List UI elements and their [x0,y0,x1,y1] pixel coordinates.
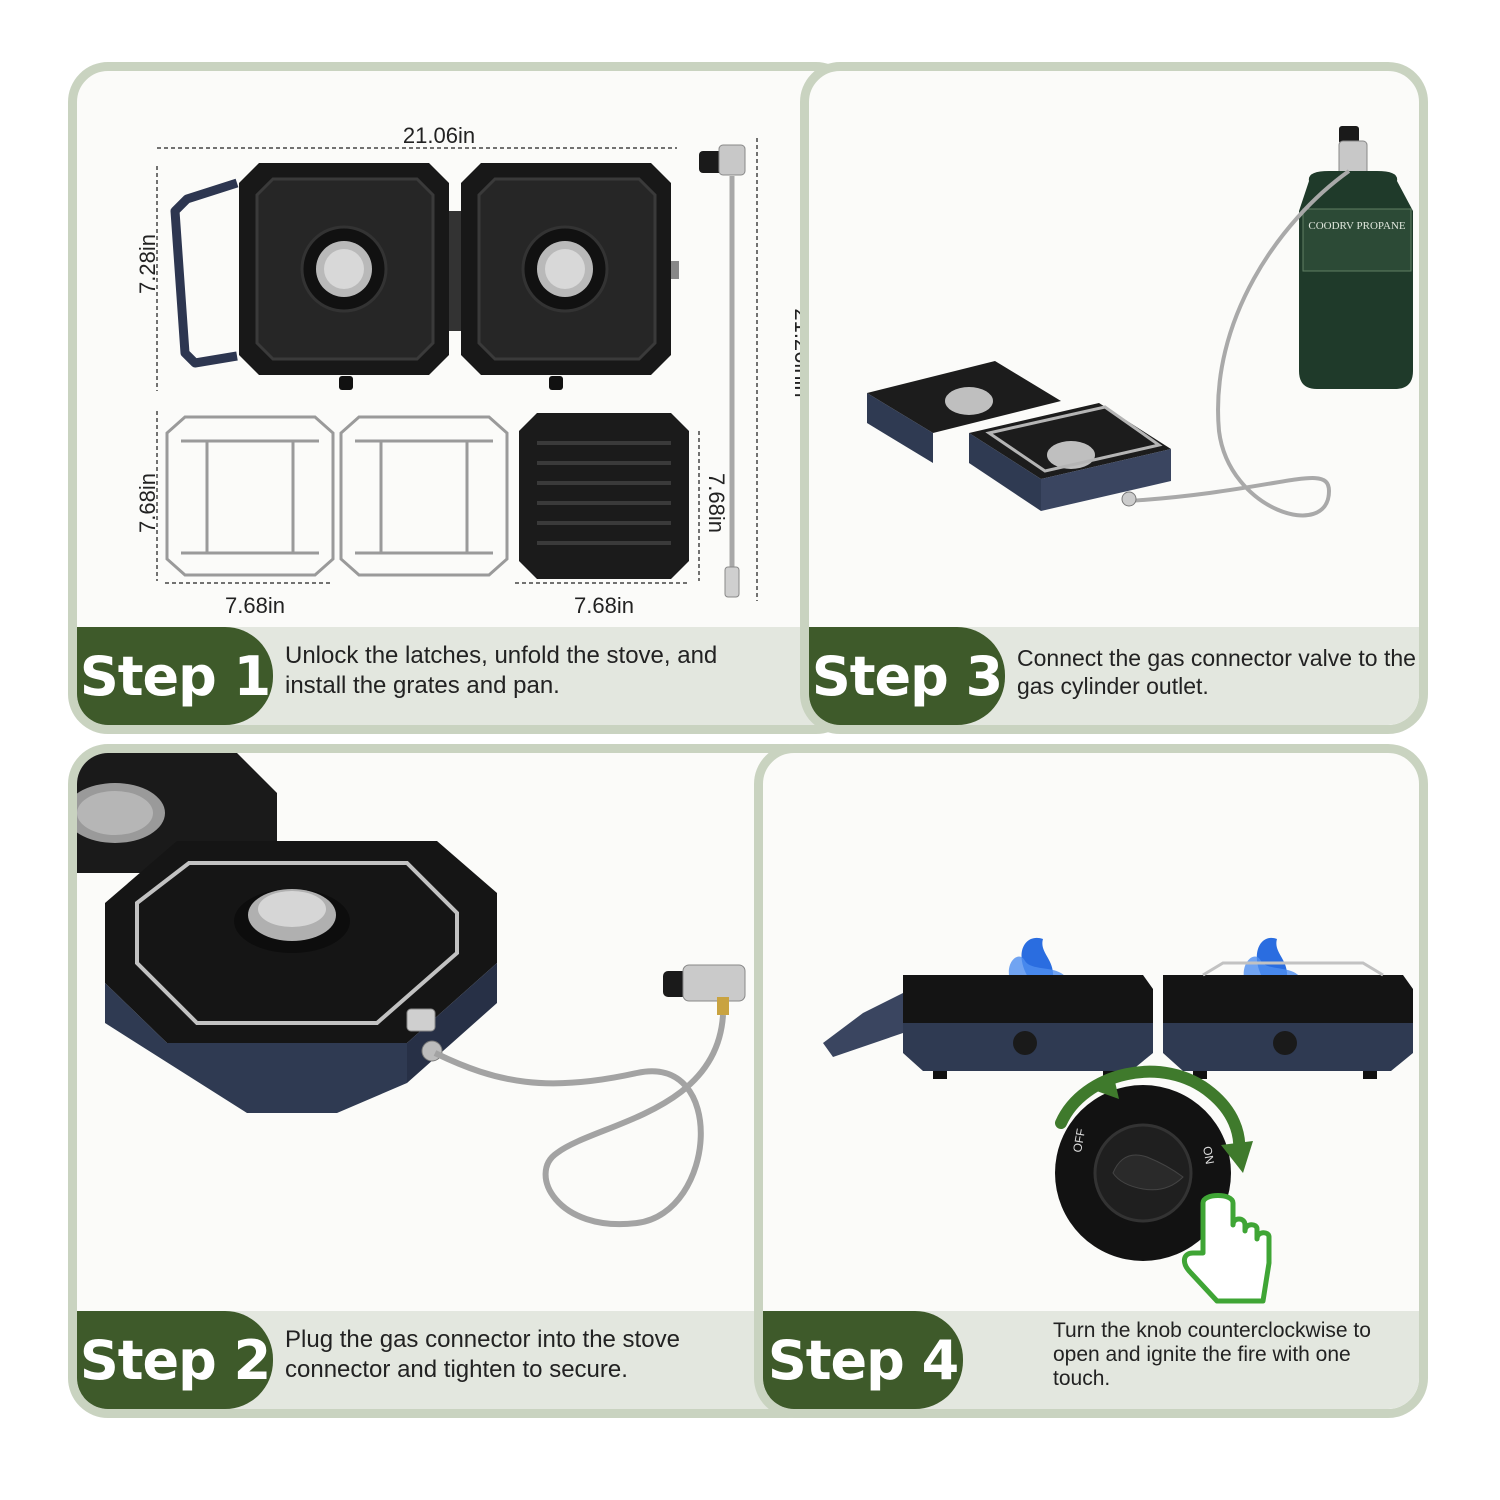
step3-caption: Connect the gas connector valve to the g… [1017,644,1416,700]
step3-illustration: COODRV PROPANE [867,126,1413,518]
cylinder-label: COODRV PROPANE [1308,220,1406,232]
knob-on-label: ON [1200,1145,1217,1165]
step4-panel: OFF ON Step 4 Turn the knob counterclock… [754,744,1428,1418]
step1-dimension-diagram: 21.06in 7.28in 21.26inin 7.68in 7.68in 7… [135,123,815,618]
fold-handle [823,993,903,1057]
dim-top-width: 21.06in [403,123,475,148]
propane-cylinder: COODRV PROPANE [1299,126,1413,389]
arrow-head-icon [1221,1141,1253,1173]
arrow-tail-icon [1091,1073,1119,1099]
step4-illustration: OFF ON [823,937,1413,1304]
griddle-pan [519,413,689,579]
stove-right-top [461,163,679,390]
knob-closeup: OFF ON [1055,1085,1231,1261]
braided-hose [433,1014,726,1228]
step3-panel: COODRV PROPANE Step 3 Connect the gas co… [800,62,1428,734]
stove-left-top [239,163,449,390]
step1-badge: Step 1 [77,627,273,725]
dim-body-height: 7.28in [135,234,160,294]
knob-off-label: OFF [1070,1127,1088,1153]
dim-grate-height: 7.68in [135,473,160,533]
step1-panel: 21.06in 7.28in 21.26inin 7.68in 7.68in 7… [68,62,856,734]
dim-pan-height: 7.68in [704,473,729,533]
step4-caption: Turn the knob counterclockwise to open a… [1053,1318,1371,1390]
dim-grate-width: 7.68in [225,593,285,618]
grate-right [339,415,509,577]
hose-connector [699,144,746,598]
step2-panel: Step 2 Plug the gas connector into the s… [68,744,828,1418]
gas-connector [663,964,746,1015]
stove-right-front [1163,961,1413,1079]
pointer-hand-icon [1182,1193,1272,1304]
rotate-arrow [1055,1065,1246,1159]
gas-hose [1128,169,1351,518]
step4-badge: Step 4 [763,1311,963,1409]
step3-badge: Step 3 [809,627,1005,725]
stove-left-front [903,975,1153,1079]
step1-caption: Unlock the latches, unfold the stove, an… [285,642,718,699]
grate-left [165,415,335,577]
dim-pan-width: 7.68in [574,593,634,618]
step2-illustration [77,753,746,1228]
stove-front-half [105,841,497,1113]
step2-badge: Step 2 [77,1311,273,1409]
step2-caption: Plug the gas connector into the stove co… [285,1326,680,1383]
handle-shape [170,178,239,368]
stove-3d-view [867,361,1171,511]
